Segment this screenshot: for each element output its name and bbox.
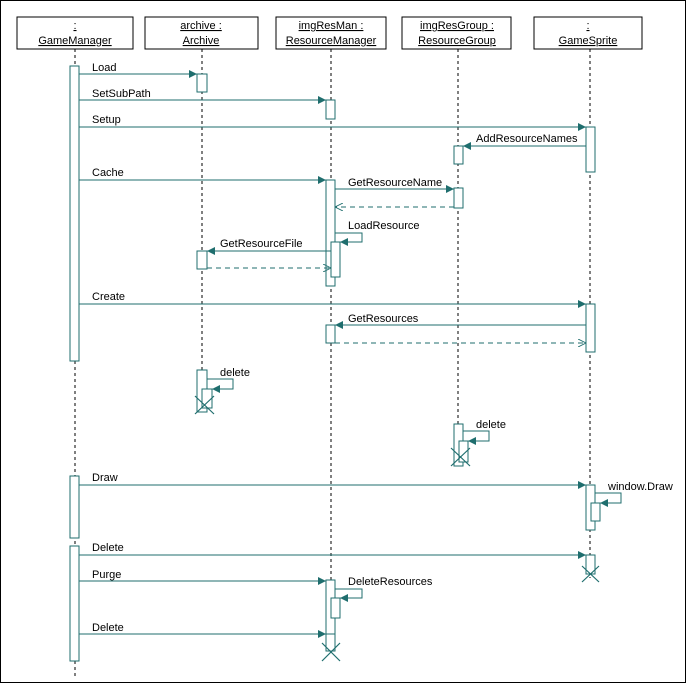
destroy-gamesprite-icon (581, 565, 600, 583)
message-setup[interactable]: Setup (79, 114, 586, 131)
activation-sprite-windowdraw (590, 502, 601, 522)
activation-resman-setsubpath (325, 99, 336, 120)
message-cache[interactable]: Cache (79, 167, 326, 184)
activation-gamemanager-3 (69, 545, 80, 662)
object-resourcemanager[interactable]: imgResMan : ResourceManager (275, 16, 387, 50)
object-resourcegroup-line2: ResourceGroup (418, 35, 496, 47)
message-loadresource-label: LoadResource (348, 220, 420, 232)
activation-resman-deleteresources (330, 597, 341, 619)
activation-resgroup-addresourcenames (453, 145, 464, 165)
object-gamesprite[interactable]: : GameSprite (533, 16, 643, 50)
object-gamemanager-line1: : (73, 20, 76, 32)
message-setsubpath[interactable]: SetSubPath (79, 88, 326, 104)
destroy-archive-icon (194, 395, 215, 415)
message-purge[interactable]: Purge (79, 569, 326, 585)
activation-archive-load (196, 73, 208, 93)
message-getresources[interactable]: GetResources (335, 313, 586, 329)
destroy-resourcemanager-icon (321, 642, 341, 662)
object-resourcegroup-line1: imgResGroup : (420, 20, 494, 32)
message-create-label: Create (92, 291, 125, 303)
message-getresourcename-label: GetResourceName (348, 177, 442, 189)
message-setsubpath-label: SetSubPath (92, 88, 151, 100)
message-deleteresources[interactable]: DeleteResources (335, 576, 433, 602)
object-archive[interactable]: archive : Archive (144, 16, 259, 50)
object-gamemanager-line2: GameManager (38, 35, 112, 47)
object-gamemanager[interactable]: : GameManager (16, 16, 134, 50)
activation-resgroup-delete-nested (458, 440, 469, 463)
activation-resman-loadresource (330, 241, 341, 278)
message-draw-label: Draw (92, 472, 118, 484)
message-delete-archive-label: delete (220, 367, 250, 379)
message-setup-label: Setup (92, 114, 121, 126)
message-delete-resgroup[interactable]: delete (463, 419, 506, 445)
message-delete-resman-label: Delete (92, 622, 124, 634)
message-delete-resman[interactable]: Delete (79, 622, 326, 638)
message-deleteresources-label: DeleteResources (348, 576, 433, 588)
activation-sprite-setup (585, 126, 596, 173)
activation-resman-getresources (325, 324, 336, 344)
destroy-resourcegroup-icon (450, 447, 471, 467)
message-window-draw[interactable]: window.Draw (595, 481, 673, 507)
message-window-draw-label: window.Draw (607, 481, 673, 493)
message-purge-label: Purge (92, 569, 121, 581)
message-delete-resgroup-label: delete (476, 419, 506, 431)
message-cache-label: Cache (92, 167, 124, 179)
message-delete-sprite[interactable]: Delete (79, 542, 586, 559)
object-gamesprite-line1: : (586, 20, 589, 32)
message-draw[interactable]: Draw (79, 472, 586, 489)
message-addresourcenames[interactable]: AddResourceNames (463, 133, 586, 150)
message-delete-archive[interactable]: delete (207, 367, 250, 393)
activation-gamemanager-2 (69, 475, 80, 539)
message-getresources-label: GetResources (348, 313, 419, 325)
message-getresourcefile-label: GetResourceFile (220, 238, 303, 250)
message-addresourcenames-label: AddResourceNames (476, 133, 578, 145)
activation-gamemanager-1 (69, 65, 80, 362)
object-resourcemanager-line1: imgResMan : (299, 20, 364, 32)
activation-sprite-create (585, 303, 596, 353)
activation-archive-getresourcefile (196, 250, 208, 270)
message-delete-sprite-label: Delete (92, 542, 124, 554)
object-archive-line2: Archive (183, 35, 220, 47)
activation-resgroup-getresourcename (453, 187, 464, 209)
message-load[interactable]: Load (79, 62, 197, 78)
message-load-label: Load (92, 62, 116, 74)
object-archive-line1: archive : (180, 20, 222, 32)
object-resourcemanager-line2: ResourceManager (286, 35, 377, 47)
message-loadresource[interactable]: LoadResource (335, 220, 420, 246)
message-getresourcename[interactable]: GetResourceName (335, 177, 454, 193)
message-create[interactable]: Create (79, 291, 586, 308)
object-resourcegroup[interactable]: imgResGroup : ResourceGroup (401, 16, 512, 50)
object-gamesprite-line2: GameSprite (559, 35, 618, 47)
message-getresourcefile[interactable]: GetResourceFile (207, 238, 331, 255)
